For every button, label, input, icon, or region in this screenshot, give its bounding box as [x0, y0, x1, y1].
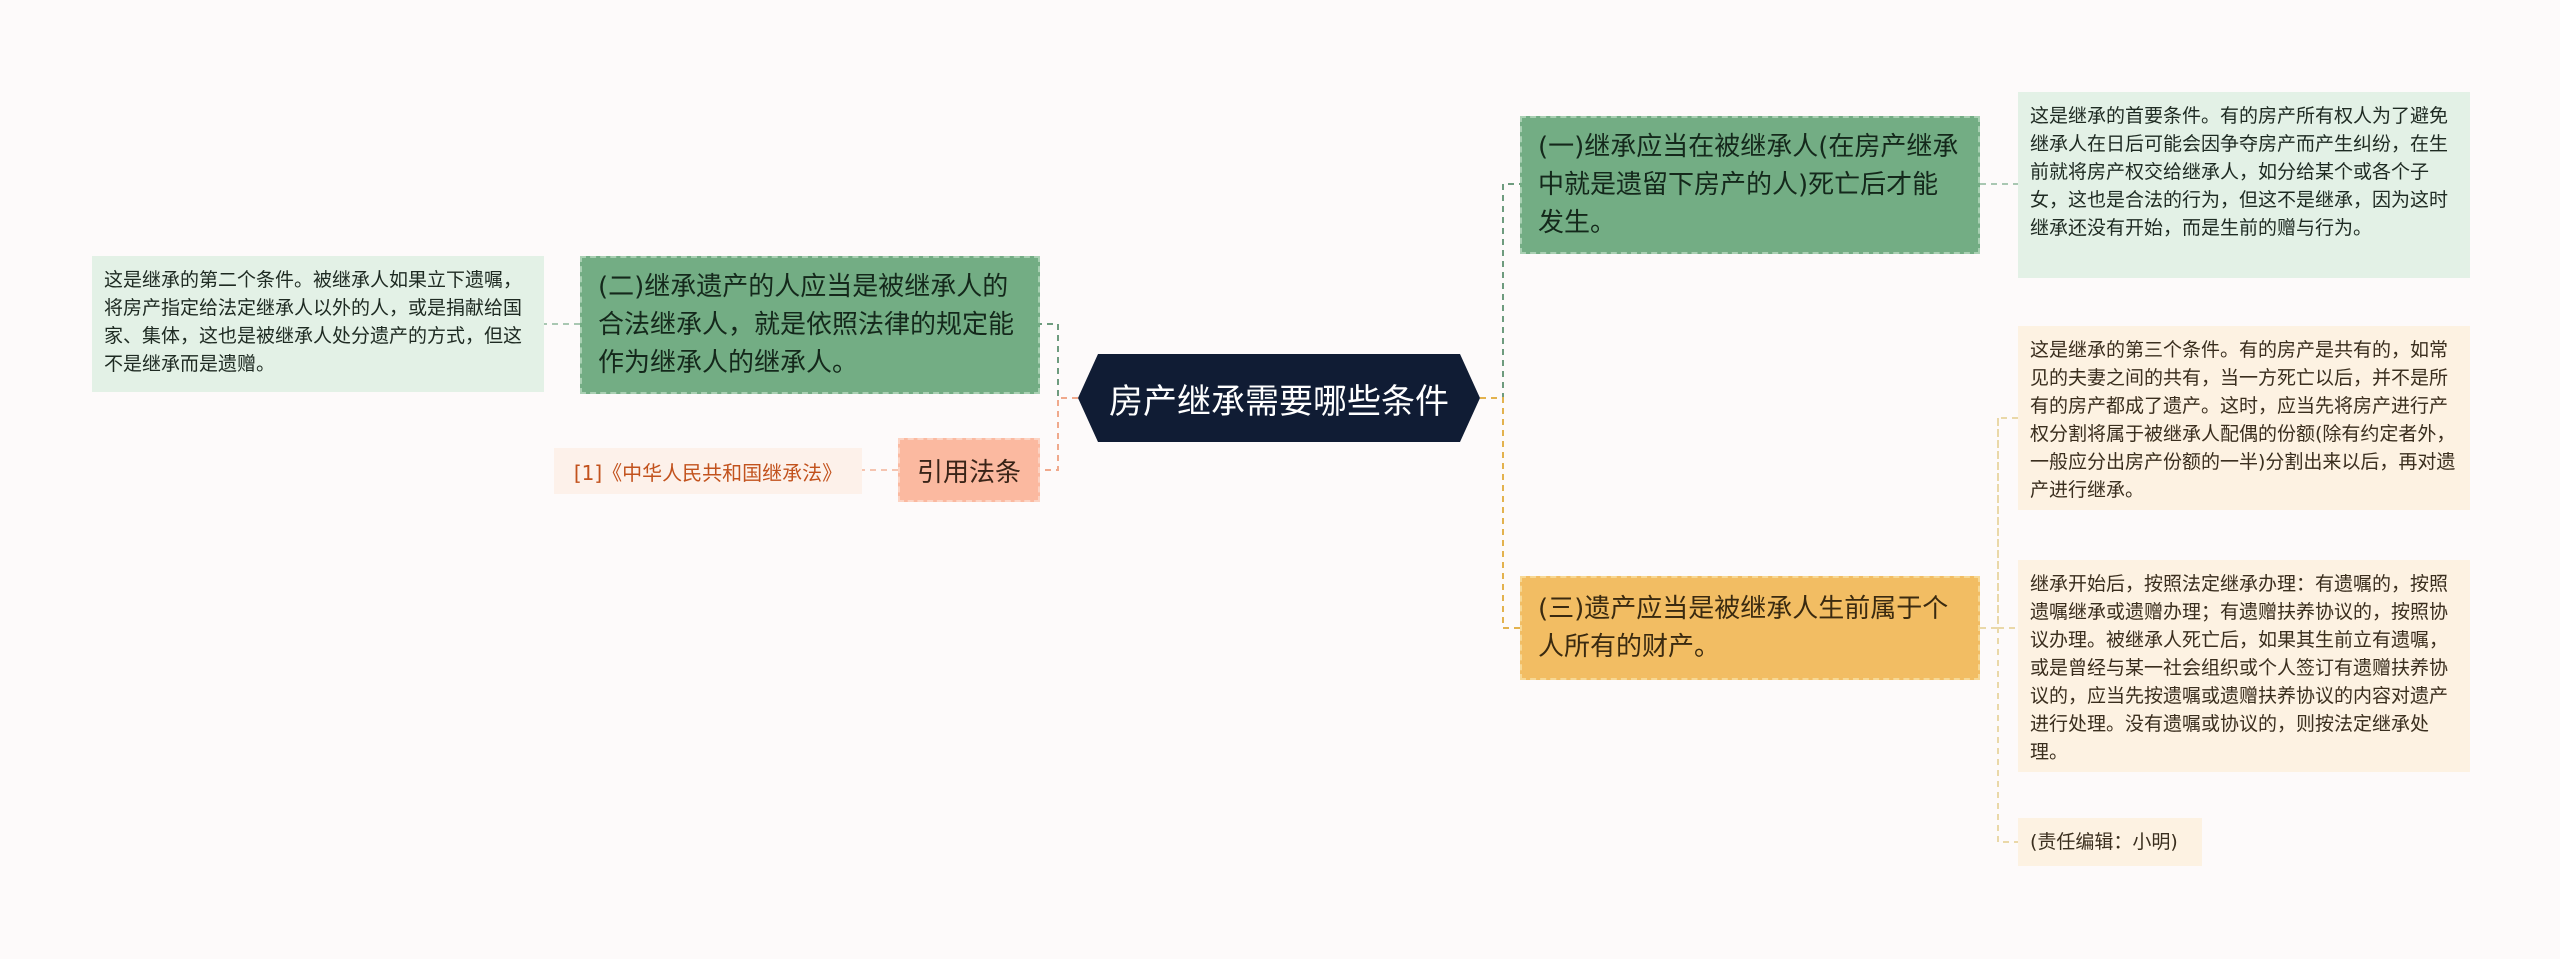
note-editor-text: (责任编辑：小明) [2030, 831, 2178, 853]
note-condition-3-b[interactable]: 继承开始后，按照法定继承办理：有遗嘱的，按照遗嘱继承或遗赠办理；有遗赠扶养协议的… [2018, 560, 2470, 772]
note-editor[interactable]: (责任编辑：小明) [2018, 818, 2202, 866]
note-condition-1-text: 这是继承的首要条件。有的房产所有权人为了避免继承人在日后可能会因争夺房产而产生纠… [2030, 105, 2449, 239]
cited-law-reference-text: [1]《中华人民共和国继承法》 [573, 460, 843, 485]
note-condition-3-b-text: 继承开始后，按照法定继承办理：有遗嘱的，按照遗嘱继承或遗赠办理；有遗赠扶养协议的… [2030, 573, 2449, 763]
connector-root-cite [1040, 397, 1078, 471]
connector-root-b3 [1480, 397, 1520, 629]
connector-b3-notes [1980, 417, 2018, 843]
branch-condition-2[interactable]: (二)继承遗产的人应当是被继承人的合法继承人，就是依照法律的规定能作为继承人的继… [580, 256, 1040, 394]
note-condition-2-text: 这是继承的第二个条件。被继承人如果立下遗嘱，将房产指定给法定继承人以外的人，或是… [104, 269, 523, 375]
connector-root-b1 [1480, 183, 1520, 399]
note-condition-3-a[interactable]: 这是继承的第三个条件。有的房产是共有的，如常见的夫妻之间的共有，当一方死亡以后，… [2018, 326, 2470, 510]
root-topic-label: 房产继承需要哪些条件 [1109, 381, 1449, 422]
branch-condition-3-label: (三)遗产应当是被继承人生前属于个人所有的财产。 [1538, 594, 1949, 662]
note-condition-3-a-text: 这是继承的第三个条件。有的房产是共有的，如常见的夫妻之间的共有，当一方死亡以后，… [2030, 339, 2456, 501]
note-condition-1[interactable]: 这是继承的首要条件。有的房产所有权人为了避免继承人在日后可能会因争夺房产而产生纠… [2018, 92, 2470, 278]
cited-law-reference[interactable]: [1]《中华人民共和国继承法》 [554, 448, 862, 494]
branch-condition-1[interactable]: (一)继承应当在被继承人(在房产继承中就是遗留下房产的人)死亡后才能发生。 [1520, 116, 1980, 254]
branch-condition-3[interactable]: (三)遗产应当是被继承人生前属于个人所有的财产。 [1520, 576, 1980, 680]
branch-condition-2-label: (二)继承遗产的人应当是被继承人的合法继承人，就是依照法律的规定能作为继承人的继… [598, 272, 1015, 378]
branch-cited-law-label: 引用法条 [916, 457, 1021, 488]
branch-condition-1-label: (一)继承应当在被继承人(在房产继承中就是遗留下房产的人)死亡后才能发生。 [1538, 132, 1959, 238]
root-topic[interactable]: 房产继承需要哪些条件 [1078, 354, 1480, 442]
connector-root-b2 [1040, 323, 1078, 399]
branch-cited-law[interactable]: 引用法条 [898, 438, 1040, 502]
note-condition-2[interactable]: 这是继承的第二个条件。被继承人如果立下遗嘱，将房产指定给法定继承人以外的人，或是… [92, 256, 544, 392]
